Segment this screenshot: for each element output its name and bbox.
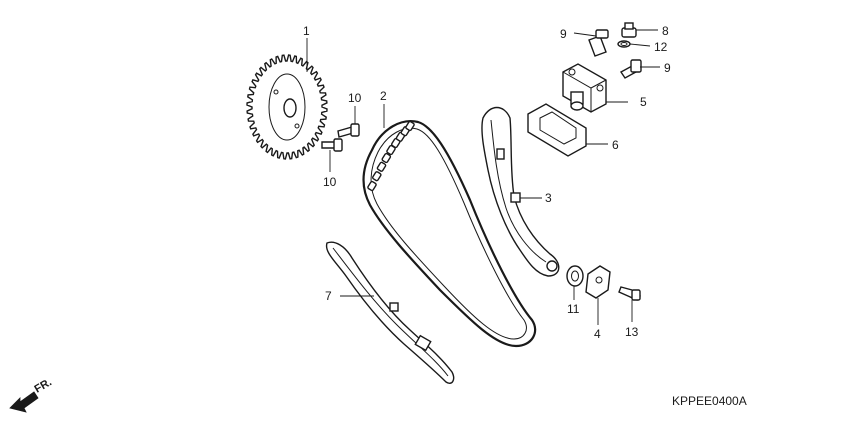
callout-12: 12 <box>654 40 668 54</box>
front-label: FR. <box>33 376 54 395</box>
callouts: 1 2 3 4 5 6 7 8 9 9 10 10 11 12 13 <box>303 24 671 341</box>
washer[interactable] <box>566 265 584 287</box>
callout-8: 8 <box>662 24 669 38</box>
callout-10a: 10 <box>348 91 362 105</box>
tensioner-bolt-upper[interactable] <box>588 29 609 57</box>
chain-link <box>367 180 377 192</box>
callout-5: 5 <box>640 95 647 109</box>
callout-7: 7 <box>325 289 332 303</box>
callout-10b: 10 <box>323 175 337 189</box>
chain-link <box>381 152 392 164</box>
callout-2: 2 <box>380 89 387 103</box>
leader-lines <box>306 29 660 325</box>
tensioner-bolt-right[interactable] <box>619 59 642 79</box>
cam-sprocket[interactable] <box>246 54 328 160</box>
callout-1: 1 <box>303 24 310 38</box>
callout-4: 4 <box>594 327 601 341</box>
chain-guide[interactable] <box>325 241 455 384</box>
sprocket-bolt-upper[interactable] <box>337 123 360 138</box>
chain-link <box>372 171 382 182</box>
sealing-bolt[interactable] <box>621 22 637 38</box>
cam-chain[interactable] <box>362 120 537 348</box>
callout-9b: 9 <box>664 61 671 75</box>
chain-link <box>376 161 387 172</box>
callout-9a: 9 <box>560 27 567 41</box>
sprocket-bolt-lower[interactable] <box>321 138 343 152</box>
o-ring[interactable] <box>617 40 631 48</box>
tensioner-gasket[interactable] <box>527 103 587 157</box>
tensioner-arm[interactable] <box>481 106 560 277</box>
chain-link <box>405 120 415 132</box>
callout-6: 6 <box>612 138 619 152</box>
callout-3: 3 <box>545 191 552 205</box>
front-arrow-icon <box>9 391 39 413</box>
pivot-bolt[interactable] <box>618 286 641 301</box>
callout-11: 11 <box>567 302 580 316</box>
callout-13: 13 <box>625 325 639 339</box>
front-direction-marker: FR. <box>9 376 54 413</box>
tensioner-lifter[interactable] <box>562 63 607 113</box>
diagram-code: KPPEE0400A <box>672 394 747 408</box>
pivot-collar[interactable] <box>585 265 611 299</box>
